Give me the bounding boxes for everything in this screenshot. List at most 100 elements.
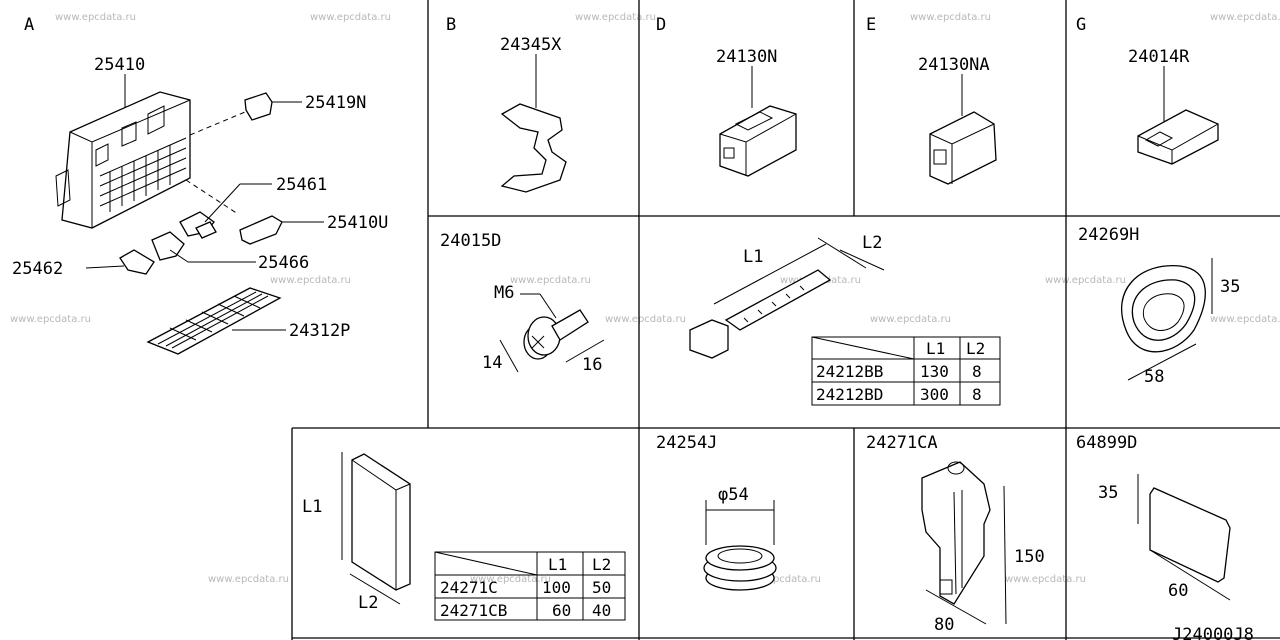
round-grommet-illustration xyxy=(703,545,777,591)
table-cell: 24212BD xyxy=(816,385,883,404)
watermark: www.epcdata.ru xyxy=(575,12,656,23)
part-label-25419n: 25419N xyxy=(305,93,366,113)
label-plate-illustration xyxy=(1149,487,1231,583)
table-header-l1: L1 xyxy=(548,555,567,574)
dim-label-35: 35 xyxy=(1098,483,1118,503)
part-label-24130na: 24130NA xyxy=(918,55,990,75)
part-label-25466: 25466 xyxy=(258,253,309,273)
dim-label-14: 14 xyxy=(482,353,502,373)
table-cell: 60 xyxy=(552,601,571,620)
watermark: www.epcdata.ru xyxy=(1210,12,1280,23)
part-label-25410: 25410 xyxy=(94,55,145,75)
connector-illustration-2 xyxy=(929,111,997,185)
table-cell: 24271CB xyxy=(440,601,507,620)
part-label-64899d: 64899D xyxy=(1076,433,1137,453)
section-letter-e: E xyxy=(866,15,876,35)
table-cell: 100 xyxy=(542,578,571,597)
fuse-block-illustration xyxy=(55,91,191,229)
pad-spec-table: L1 L2 24271C 100 50 24271CB 60 40 xyxy=(434,551,626,621)
table-header-l2: L2 xyxy=(592,555,611,574)
part-label-25462: 25462 xyxy=(12,259,63,279)
table-cell: 24271C xyxy=(440,578,498,597)
part-label-24254j: 24254J xyxy=(656,433,717,453)
table-cell: 8 xyxy=(972,385,982,404)
watermark: www.epcdata.ru xyxy=(10,314,91,325)
dim-label-35: 35 xyxy=(1220,277,1240,297)
fuse-illustration-3 xyxy=(119,249,155,275)
table-cell: 300 xyxy=(920,385,949,404)
section-letter-g: G xyxy=(1076,15,1086,35)
watermark: www.epcdata.ru xyxy=(270,275,351,286)
bracket-illustration xyxy=(500,103,567,193)
dim-label-l1: L1 xyxy=(743,247,763,267)
watermark: www.epcdata.ru xyxy=(55,12,136,23)
section-b: B 24345X xyxy=(446,15,567,193)
part-label-24312p: 24312P xyxy=(289,321,350,341)
part-label-24015d: 24015D xyxy=(440,231,501,251)
connector-illustration xyxy=(719,105,797,177)
part-label-24271ca: 24271CA xyxy=(866,433,938,453)
fuse-cover-illustration xyxy=(146,287,282,355)
diagram-code: J24000J8 xyxy=(1172,625,1254,640)
section-a: A 25410 xyxy=(12,15,388,355)
section-e: E 24130NA xyxy=(866,15,997,185)
part-label-25461: 25461 xyxy=(276,175,327,195)
part-label-24014r: 24014R xyxy=(1128,47,1190,67)
table-cell: 8 xyxy=(972,362,982,381)
section-letter-d: D xyxy=(656,15,666,35)
part-label-24345x: 24345X xyxy=(500,35,562,55)
watermark: www.epcdata.ru xyxy=(740,574,821,585)
watermark: www.epcdata.ru xyxy=(910,12,991,23)
cable-tie-spec-table: L1 L2 24212BB 130 8 24212BD 300 8 xyxy=(811,336,1001,406)
watermark: www.epcdata.ru xyxy=(470,574,551,585)
section-label: 64899D 35 60 xyxy=(1076,433,1231,601)
section-round-grommet: 24254J φ54 xyxy=(656,433,777,591)
table-cell: 24212BB xyxy=(816,362,883,381)
table-cell: 50 xyxy=(592,578,611,597)
dim-label-l2: L2 xyxy=(862,233,882,253)
section-grid xyxy=(291,0,1280,640)
section-clip: 24271CA 150 80 xyxy=(866,433,1045,635)
dim-label-l2: L2 xyxy=(358,593,378,613)
section-oval-grommet: 24269H 35 58 xyxy=(1078,225,1240,387)
section-pad: L1 L2 L1 L2 24271C 100 50 24271CB 60 40 xyxy=(302,452,626,621)
section-d: D 24130N xyxy=(656,15,797,177)
table-header-l2: L2 xyxy=(966,339,985,358)
dim-label-150: 150 xyxy=(1014,547,1045,567)
connector-illustration-3 xyxy=(1137,109,1219,165)
part-label-25410u: 25410U xyxy=(327,213,388,233)
dim-label-16: 16 xyxy=(582,355,602,375)
clip-illustration xyxy=(921,461,991,605)
relay-illustration xyxy=(244,92,273,121)
table-cell: 130 xyxy=(920,362,949,381)
watermark: www.epcdata.ru xyxy=(870,314,951,325)
dim-label-58: 58 xyxy=(1144,367,1164,387)
section-g: G 24014R xyxy=(1076,15,1219,165)
thread-label: M6 xyxy=(494,283,514,303)
oval-grommet-illustration xyxy=(1121,265,1206,353)
cable-tie-illustration xyxy=(689,319,729,359)
dim-label-l1: L1 xyxy=(302,497,322,517)
table-header-l1: L1 xyxy=(926,339,945,358)
dim-label-diameter: φ54 xyxy=(718,485,749,505)
dim-label-60: 60 xyxy=(1168,581,1188,601)
watermark: www.epcdata.ru xyxy=(208,574,289,585)
section-cable-tie: L1 L2 L1 L2 24212BB 130 8 24212BD 300 8 xyxy=(689,233,1001,406)
watermark: www.epcdata.ru xyxy=(510,275,591,286)
pad-illustration xyxy=(351,453,411,591)
section-letter-b: B xyxy=(446,15,456,35)
section-letter-a: A xyxy=(24,15,34,35)
part-label-24269h: 24269H xyxy=(1078,225,1139,245)
watermark: www.epcdata.ru xyxy=(1005,574,1086,585)
watermarks: www.epcdata.ru www.epcdata.ru www.epcdat… xyxy=(10,12,1280,585)
dim-label-80: 80 xyxy=(934,615,954,635)
watermark: www.epcdata.ru xyxy=(310,12,391,23)
watermark: www.epcdata.ru xyxy=(605,314,686,325)
section-bolt: 24015D M6 14 16 xyxy=(440,231,605,375)
watermark: www.epcdata.ru xyxy=(1045,275,1126,286)
table-cell: 40 xyxy=(592,601,611,620)
fuse-illustration-2 xyxy=(151,231,185,261)
fuse-puller-illustration xyxy=(239,215,283,245)
part-label-24130n: 24130N xyxy=(716,47,777,67)
